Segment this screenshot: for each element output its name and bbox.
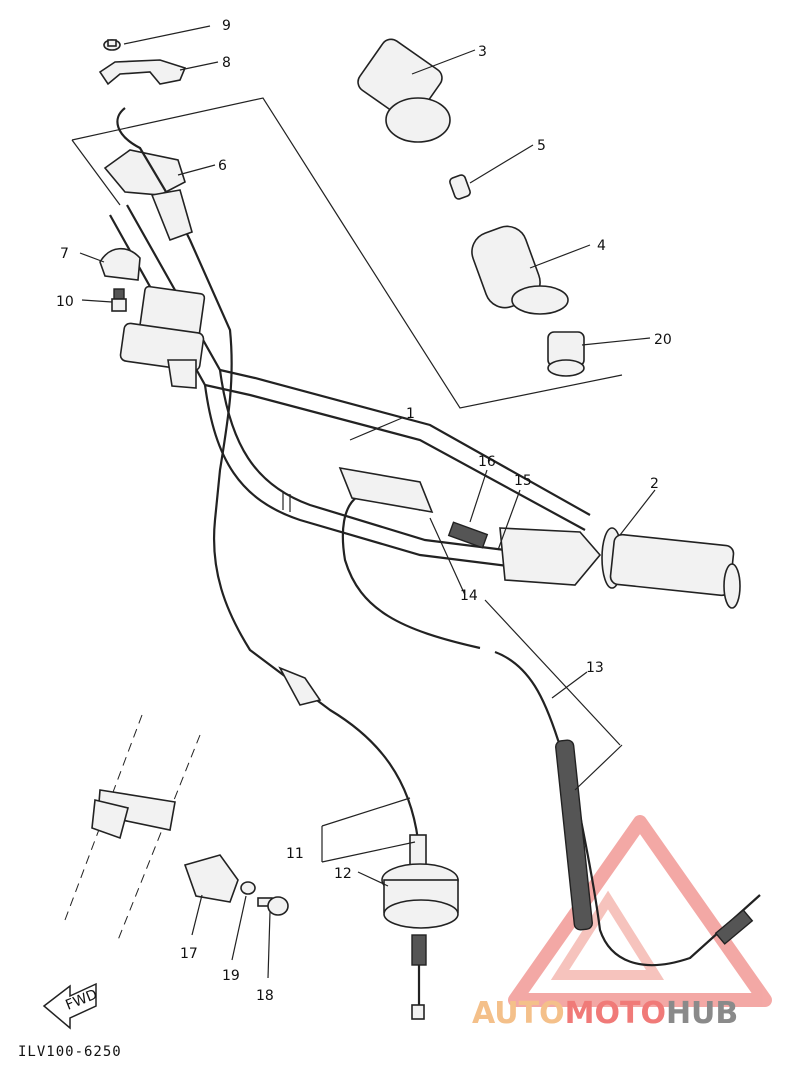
part-10-screw xyxy=(111,288,127,312)
callout-14: 14 xyxy=(460,588,478,604)
part-3-grip xyxy=(357,38,451,143)
group-outline-left xyxy=(71,139,121,206)
callout-20: 20 xyxy=(654,332,672,348)
document-code: ILV100-6250 xyxy=(18,1044,122,1060)
callout-12: 12 xyxy=(334,866,352,882)
part-20-end xyxy=(547,331,585,377)
part-2-right-grip xyxy=(499,527,741,609)
part-5-collar xyxy=(449,174,471,200)
watermark-logo-icon xyxy=(508,815,772,1007)
fork-clamp xyxy=(64,714,201,941)
callout-5: 5 xyxy=(537,138,546,154)
clutch-cable xyxy=(116,107,420,841)
callout-18: 18 xyxy=(256,988,274,1004)
callout-19: 19 xyxy=(222,968,240,984)
watermark-part-auto: AUTO xyxy=(472,996,565,1031)
part-6-lever-holder xyxy=(103,149,186,196)
watermark-text: AUTOMOTOHUB xyxy=(472,996,738,1031)
left-switch-housing xyxy=(119,285,206,389)
callout-4: 4 xyxy=(597,238,606,254)
part-4-throttle-grip xyxy=(471,225,569,315)
watermark-part-hub: HUB xyxy=(665,996,739,1031)
callout-11: 11 xyxy=(286,846,304,862)
part-18-screw xyxy=(257,896,289,916)
callout-2: 2 xyxy=(650,476,659,492)
part-8-bracket xyxy=(98,59,187,86)
part-17-bracket xyxy=(183,854,239,903)
fwd-arrow-icon: FWD xyxy=(42,982,100,1030)
callout-3: 3 xyxy=(478,44,487,60)
callout-7: 7 xyxy=(60,246,69,262)
callout-8: 8 xyxy=(222,55,231,71)
callout-13: 13 xyxy=(586,660,604,676)
callout-15: 15 xyxy=(514,473,532,489)
callout-16: 16 xyxy=(478,454,496,470)
watermark-part-moto: MOTO xyxy=(564,996,666,1031)
part-7-clamp xyxy=(99,247,141,281)
callout-6: 6 xyxy=(218,158,227,174)
callout-17: 17 xyxy=(180,946,198,962)
callout-labels: 1 2 3 4 5 6 7 8 9 10 11 12 13 14 15 16 1… xyxy=(56,18,672,1004)
throttle-cable xyxy=(338,466,761,967)
group-outline-upper xyxy=(71,97,623,409)
part-9-screw xyxy=(103,39,121,51)
part-19-washer xyxy=(240,881,256,895)
part-12-adjuster xyxy=(381,834,459,1020)
callout-1: 1 xyxy=(406,406,415,422)
callout-10: 10 xyxy=(56,294,74,310)
leader-lines xyxy=(79,25,656,979)
callout-9: 9 xyxy=(222,18,231,34)
